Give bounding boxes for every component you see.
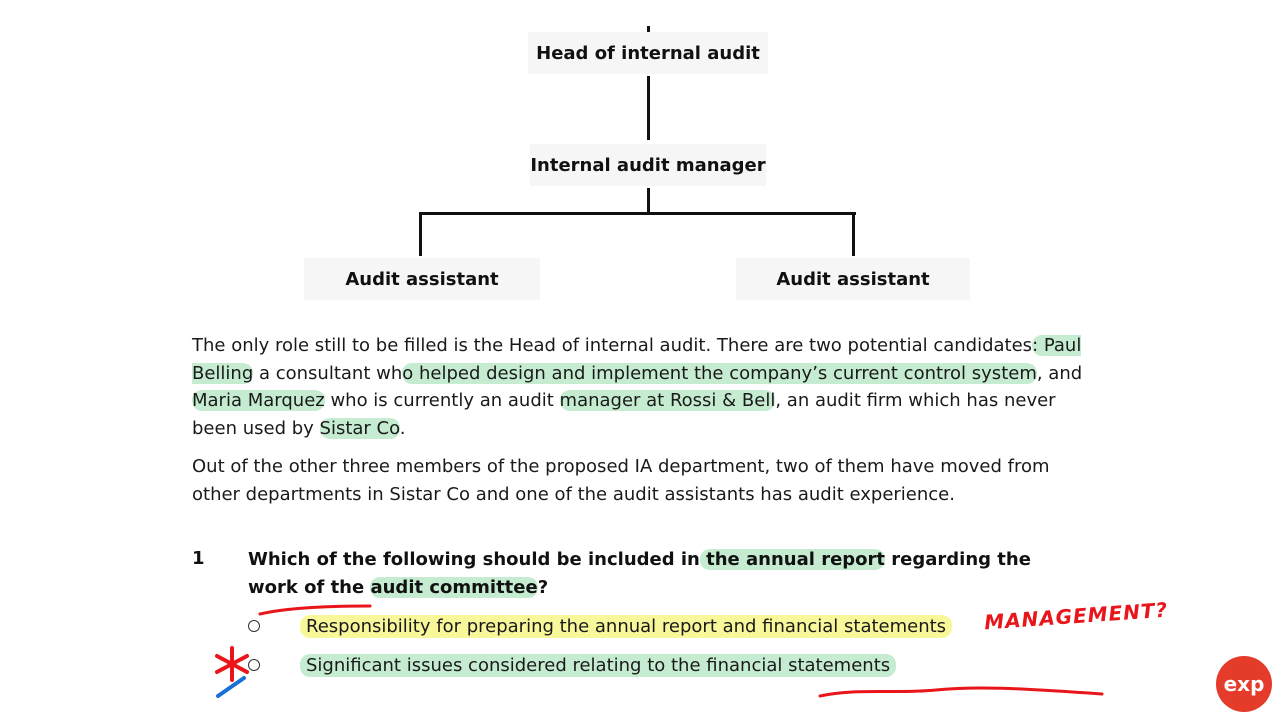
connector-right-down [852, 212, 855, 256]
org-label-assistant-left: Audit assistant [345, 268, 499, 290]
org-label-manager: Internal audit manager [530, 154, 766, 176]
red-star-annotation-icon [215, 646, 249, 682]
org-box-manager: Internal audit manager [530, 144, 766, 186]
text-run: , an audit firm which has never been use… [192, 390, 1056, 439]
connector-head-manager [647, 76, 650, 140]
pen-cursor-icon [216, 676, 246, 698]
radio-button-icon[interactable] [248, 659, 260, 671]
radio-button-icon[interactable] [248, 620, 260, 632]
text-run: who is currently an audit [324, 390, 560, 411]
candidates-paragraph: The only role still to be filled is the … [192, 332, 1084, 442]
highlight-audit-committee: audit committee [370, 576, 538, 598]
text-run: . [399, 417, 406, 439]
red-underline-annotation [258, 604, 372, 616]
text-run: a consultant wh [253, 362, 403, 384]
brand-logo: exp [1216, 656, 1272, 712]
text-run: , and [1036, 362, 1083, 384]
org-label-assistant-right: Audit assistant [776, 268, 930, 290]
org-box-assistant-left: Audit assistant [304, 258, 540, 300]
highlight-annual-report: the annual report [699, 549, 886, 570]
org-box-assistant-right: Audit assistant [736, 258, 970, 300]
connector-left-down [419, 212, 422, 256]
top-connector [647, 26, 650, 34]
answer-option-2[interactable]: Significant issues considered relating t… [248, 651, 897, 679]
answer-option-1[interactable]: Responsibility for preparing the annual … [248, 612, 953, 640]
connector-manager-down [647, 188, 650, 214]
handwritten-note: MANAGEMENT? [983, 597, 1169, 635]
connector-horizontal [419, 212, 856, 215]
org-box-head: Head of internal audit [528, 32, 768, 74]
highlight-rossi-bell: manager at Rossi & Bell [559, 390, 776, 411]
text-run: ? [537, 576, 549, 598]
question-text: Which of the following should be include… [248, 546, 1084, 601]
highlight-sistar-co: Sistar Co [319, 417, 400, 439]
option-label: Responsibility for preparing the annual … [300, 614, 953, 638]
red-scribble-annotation [818, 686, 1104, 698]
org-label-head: Head of internal audit [536, 42, 760, 64]
highlight-control-system: o helped design and implement the compan… [402, 362, 1037, 384]
text-run: The only role still to be filled is the … [192, 335, 1033, 356]
members-paragraph: Out of the other three members of the pr… [192, 456, 1050, 505]
highlight-maria-marquez: Maria Marquez [192, 390, 325, 411]
option-label: Significant issues considered relating t… [300, 653, 897, 677]
question-number: 1 [192, 548, 205, 569]
text-run: regarding the work of the [248, 549, 1031, 598]
text-run: Which of the following should be include… [248, 549, 700, 570]
